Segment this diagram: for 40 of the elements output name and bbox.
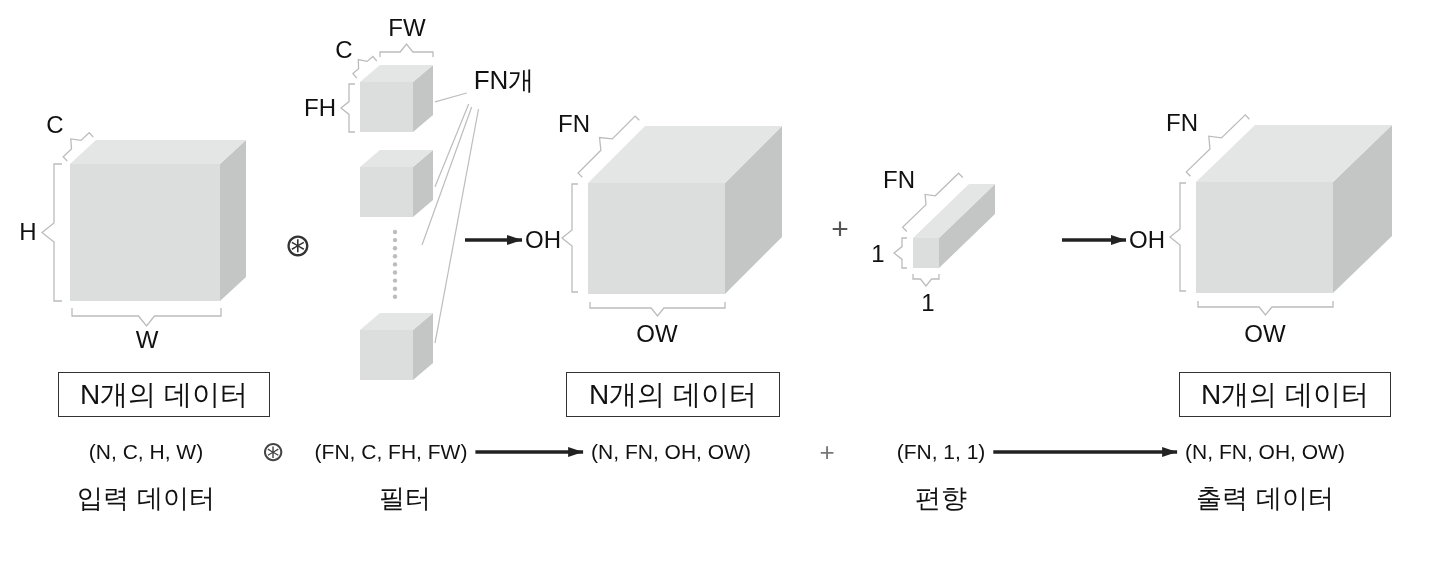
tuple-label: (FN, 1, 1) bbox=[896, 440, 986, 462]
dimension-label: W bbox=[135, 328, 159, 352]
plus-sign: + bbox=[819, 439, 835, 465]
arrow bbox=[1062, 235, 1126, 245]
label-box: N개의 데이터 bbox=[1179, 372, 1391, 417]
arrow bbox=[465, 235, 522, 245]
caption: 입력 데이터 bbox=[77, 485, 215, 511]
dimension-label: FN bbox=[1166, 111, 1198, 135]
dimension-label: C bbox=[335, 38, 353, 62]
tuple-label: (FN, C, FH, FW) bbox=[314, 440, 468, 462]
caption: 필터 bbox=[379, 485, 431, 511]
tuple-label: (N, FN, OH, OW) bbox=[591, 440, 751, 462]
leader-line bbox=[421, 106, 473, 246]
dimension-label: 1 bbox=[921, 291, 935, 315]
dimension-label: OH bbox=[1129, 228, 1165, 252]
tuple-label: (N, C, H, W) bbox=[88, 440, 204, 462]
circled-asterisk: ⊛ bbox=[284, 229, 312, 261]
plus-sign: + bbox=[831, 214, 849, 244]
circled-asterisk: ⊛ bbox=[261, 438, 285, 466]
arrow bbox=[475, 447, 584, 457]
caption: 출력 데이터 bbox=[1196, 485, 1334, 511]
dimension-label: OW bbox=[636, 322, 678, 346]
label-box: N개의 데이터 bbox=[58, 372, 270, 417]
dimension-label: FW bbox=[388, 16, 426, 40]
dimension-label: OH bbox=[525, 228, 561, 252]
tuple-label: (N, FN, OH, OW) bbox=[1185, 440, 1345, 462]
leader-line bbox=[434, 108, 480, 344]
caption: 편향 bbox=[915, 485, 967, 511]
dimension-label: FN bbox=[883, 168, 915, 192]
count-label: FN개 bbox=[473, 67, 535, 93]
dimension-label: 1 bbox=[871, 242, 885, 266]
dimension-label: FN bbox=[558, 112, 590, 136]
dimension-label: OW bbox=[1244, 322, 1286, 346]
arrow bbox=[993, 447, 1178, 457]
dimension-label: C bbox=[46, 113, 64, 137]
dimension-label: H bbox=[19, 220, 37, 244]
leader-line bbox=[434, 92, 468, 103]
dimension-label: FH bbox=[304, 96, 336, 120]
label-box: N개의 데이터 bbox=[566, 372, 780, 417]
leader-line bbox=[434, 103, 470, 188]
